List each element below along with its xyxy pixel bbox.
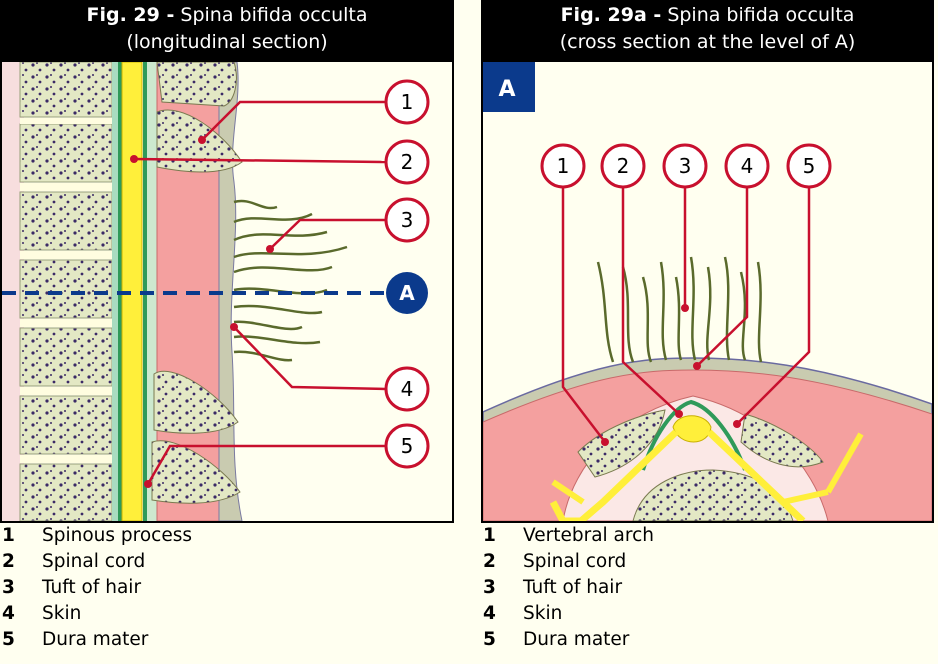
callout-leaders [133,100,387,485]
svg-text:3: 3 [679,154,692,178]
vertebral-arch-right [740,413,824,468]
callouts: 1 2 3 4 5 [130,79,430,488]
svg-text:2: 2 [401,150,414,174]
callout-3: 3 [384,197,430,243]
longitudinal-illustration: A 1 2 3 4 5 [2,62,430,521]
figure-header: Fig. 29a - Spina bifida occulta (cross s… [481,0,934,60]
title-line-1: Fig. 29 - Spina bifida occulta [0,2,454,29]
svg-text:2: 2 [617,154,630,178]
tuft-of-hair [596,256,763,363]
figure-number: Fig. 29 - [86,4,175,26]
svg-text:4: 4 [401,377,414,401]
figure-title: Spina bifida occulta [180,4,368,26]
svg-text:1: 1 [557,154,570,178]
callout-1: 1 [540,143,586,189]
svg-text:5: 5 [803,154,816,178]
cross-section-illustration: A [483,62,932,521]
svg-text:3: 3 [401,208,414,232]
callout-2: 2 [384,139,430,185]
figure-subtitle: (longitudinal section) [126,31,328,53]
panel-longitudinal: Fig. 29 - Spina bifida occulta (longitud… [0,0,454,650]
title-line-1: Fig. 29a - Spina bifida occulta [481,2,934,29]
callout-5: 5 [384,423,430,469]
spinal-cord [549,415,864,521]
callouts: 1 2 3 4 5 [540,143,832,189]
tuft-of-hair [233,199,348,362]
level-a-label: A [399,281,415,305]
figure-subtitle: (cross section at the level of A) [559,31,856,53]
callout-4: 4 [724,143,770,189]
vertebral-bodies [19,62,113,521]
figure-header: Fig. 29 - Spina bifida occulta (longitud… [0,0,454,60]
svg-text:5: 5 [401,434,414,458]
figure-title: Spina bifida occulta [667,4,855,26]
svg-text:4: 4 [741,154,754,178]
callout-1: 1 [384,79,430,125]
cross-section-figure: A [481,60,934,523]
longitudinal-section-figure: A 1 2 3 4 5 [0,60,454,523]
section-marker-box [483,62,535,112]
level-a-marker [386,272,428,314]
callout-4: 4 [384,366,430,412]
svg-text:1: 1 [401,90,414,114]
dura-mater [641,399,747,471]
callout-leaders [561,186,811,443]
vertebral-arch-left [577,409,666,478]
section-marker-label: A [498,77,515,102]
figure-number: Fig. 29a - [560,4,662,26]
callout-2: 2 [600,143,646,189]
callout-3: 3 [662,143,708,189]
panel-cross-section: Fig. 29a - Spina bifida occulta (cross s… [481,0,934,650]
callout-5: 5 [786,143,832,189]
